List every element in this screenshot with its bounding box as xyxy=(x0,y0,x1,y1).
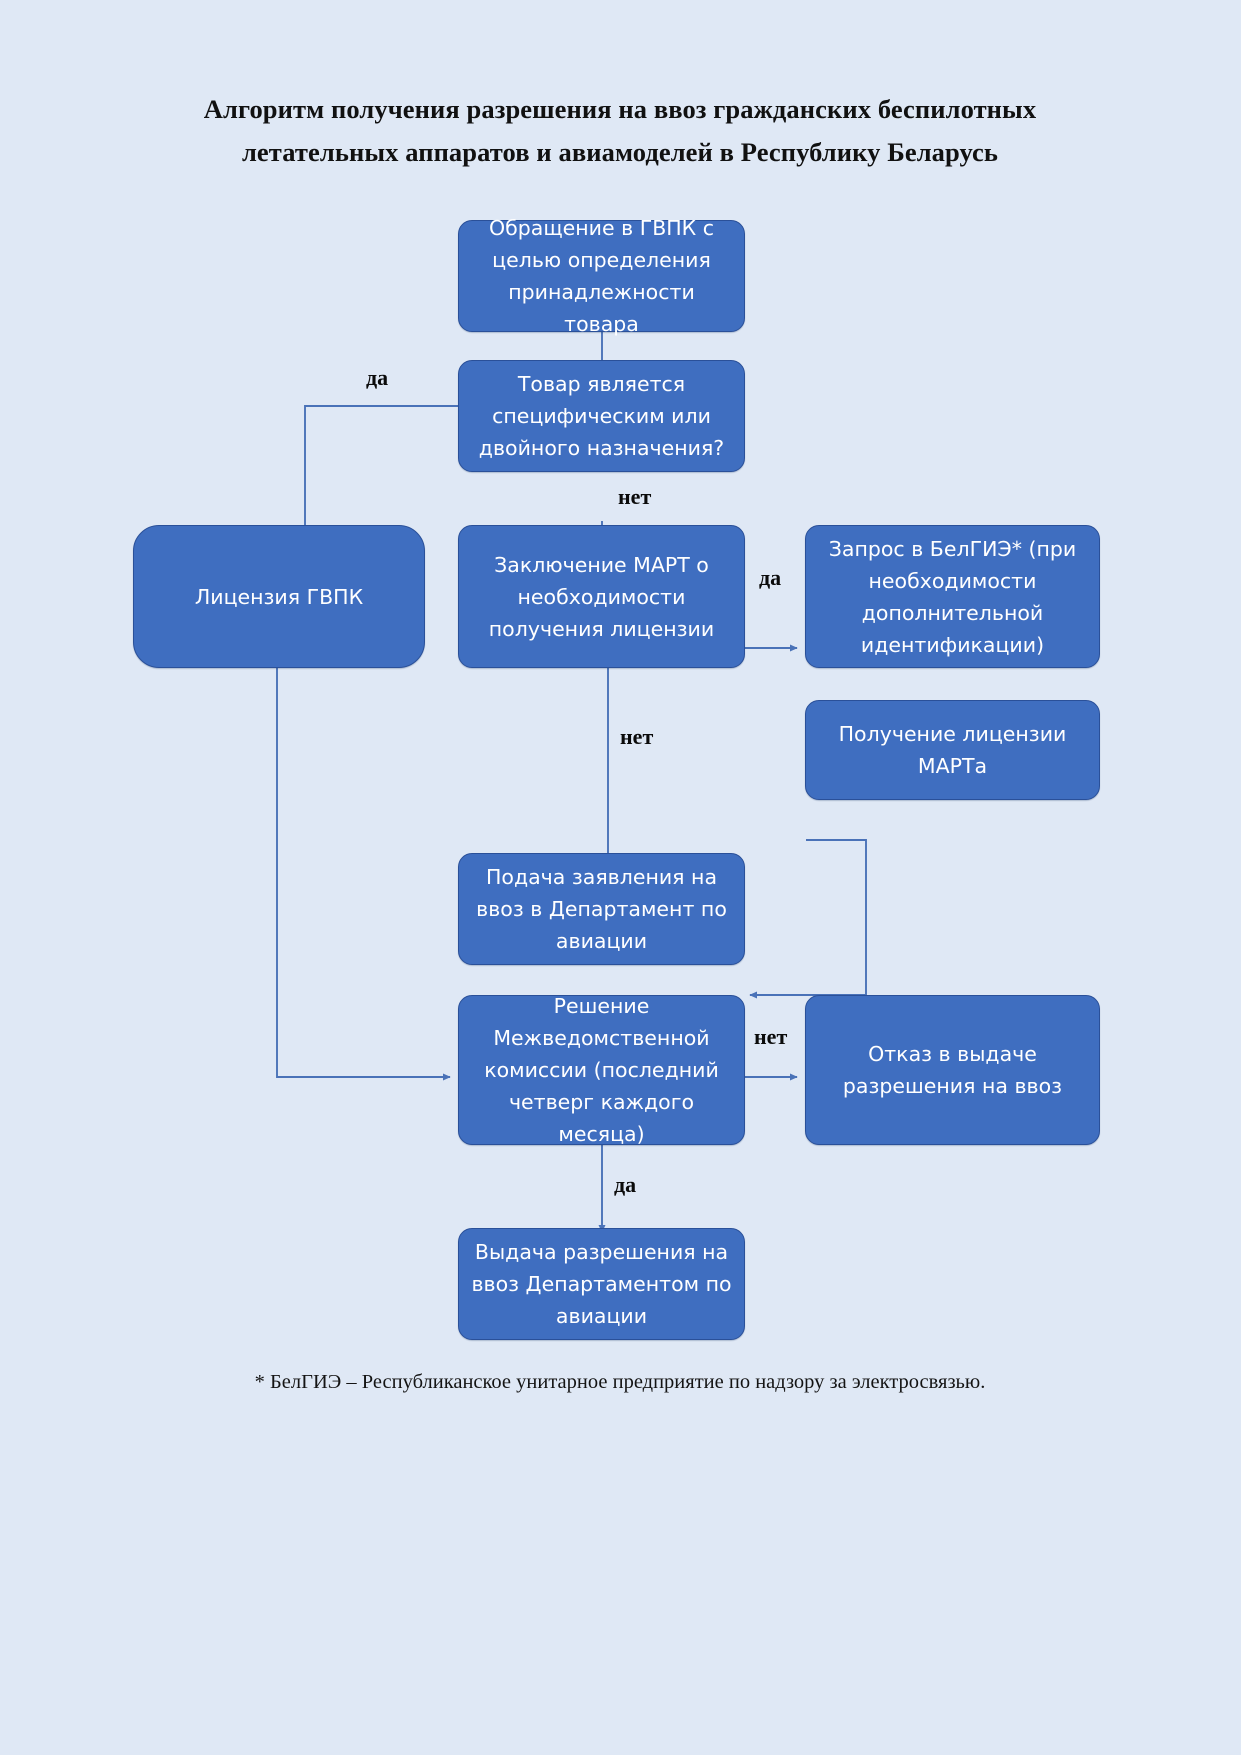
node-submit-application-label: Подача заявления на ввоз в Департамент п… xyxy=(476,865,727,953)
node-commission-decision[interactable]: Решение Межведомственной комиссии (после… xyxy=(458,994,745,1146)
page-title-line-2: летательных аппаратов и авиамоделей в Ре… xyxy=(241,137,999,167)
node-request-gvpk-label: Обращение в ГВПК с целью определения при… xyxy=(488,216,715,336)
node-refusal-label: Отказ в выдаче разрешения на ввоз xyxy=(842,1042,1063,1098)
edge-n6-n7 xyxy=(749,839,867,999)
edge-label-yes-license: да xyxy=(366,365,389,390)
page-title-line-1: Алгоритм получения разрешения на ввоз гр… xyxy=(203,94,1037,124)
node-obtain-mart-license-label: Получение лицензии МАРТа xyxy=(838,722,1067,778)
node-commission-decision-label: Решение Межведомственной комиссии (после… xyxy=(484,994,719,1146)
edge-n3-n8 xyxy=(276,668,451,1081)
node-issue-permission[interactable]: Выдача разрешения на ввоз Департаментом … xyxy=(458,1228,745,1340)
node-belgie-request[interactable]: Запрос в БелГИЭ* (при необходимости допо… xyxy=(805,525,1100,668)
node-submit-application[interactable]: Подача заявления на ввоз в Департамент п… xyxy=(458,853,745,965)
edge-label-yes-issue: да xyxy=(614,1172,637,1197)
node-license-gvpk[interactable]: Лицензия ГВПК xyxy=(133,525,425,668)
node-issue-permission-label: Выдача разрешения на ввоз Департаментом … xyxy=(471,1240,732,1328)
node-license-gvpk-label: Лицензия ГВПК xyxy=(194,584,364,609)
edge-label-no-application: нет xyxy=(620,724,654,749)
node-decision-specific-goods[interactable]: Товар является специфическим или двойног… xyxy=(458,360,745,472)
edge-label-no-refusal: нет xyxy=(754,1024,788,1049)
node-request-gvpk[interactable]: Обращение в ГВПК с целью определения при… xyxy=(458,216,745,336)
node-mart-conclusion-label: Заключение МАРТ о необходимости получени… xyxy=(488,552,715,641)
footnote-belgie: * БелГИЭ – Республиканское унитарное пре… xyxy=(254,1371,986,1393)
node-mart-conclusion[interactable]: Заключение МАРТ о необходимости получени… xyxy=(458,525,745,668)
node-obtain-mart-license[interactable]: Получение лицензии МАРТа xyxy=(805,700,1100,800)
page-title: Алгоритм получения разрешения на ввоз гр… xyxy=(150,88,1090,174)
node-belgie-request-label: Запрос в БелГИЭ* (при необходимости допо… xyxy=(828,536,1077,657)
node-refusal[interactable]: Отказ в выдаче разрешения на ввоз xyxy=(805,995,1100,1145)
edge-label-no-mart: нет xyxy=(618,484,652,509)
node-decision-specific-goods-label: Товар является специфическим или двойног… xyxy=(478,372,725,460)
edge-label-yes-belgie: да xyxy=(759,565,782,590)
